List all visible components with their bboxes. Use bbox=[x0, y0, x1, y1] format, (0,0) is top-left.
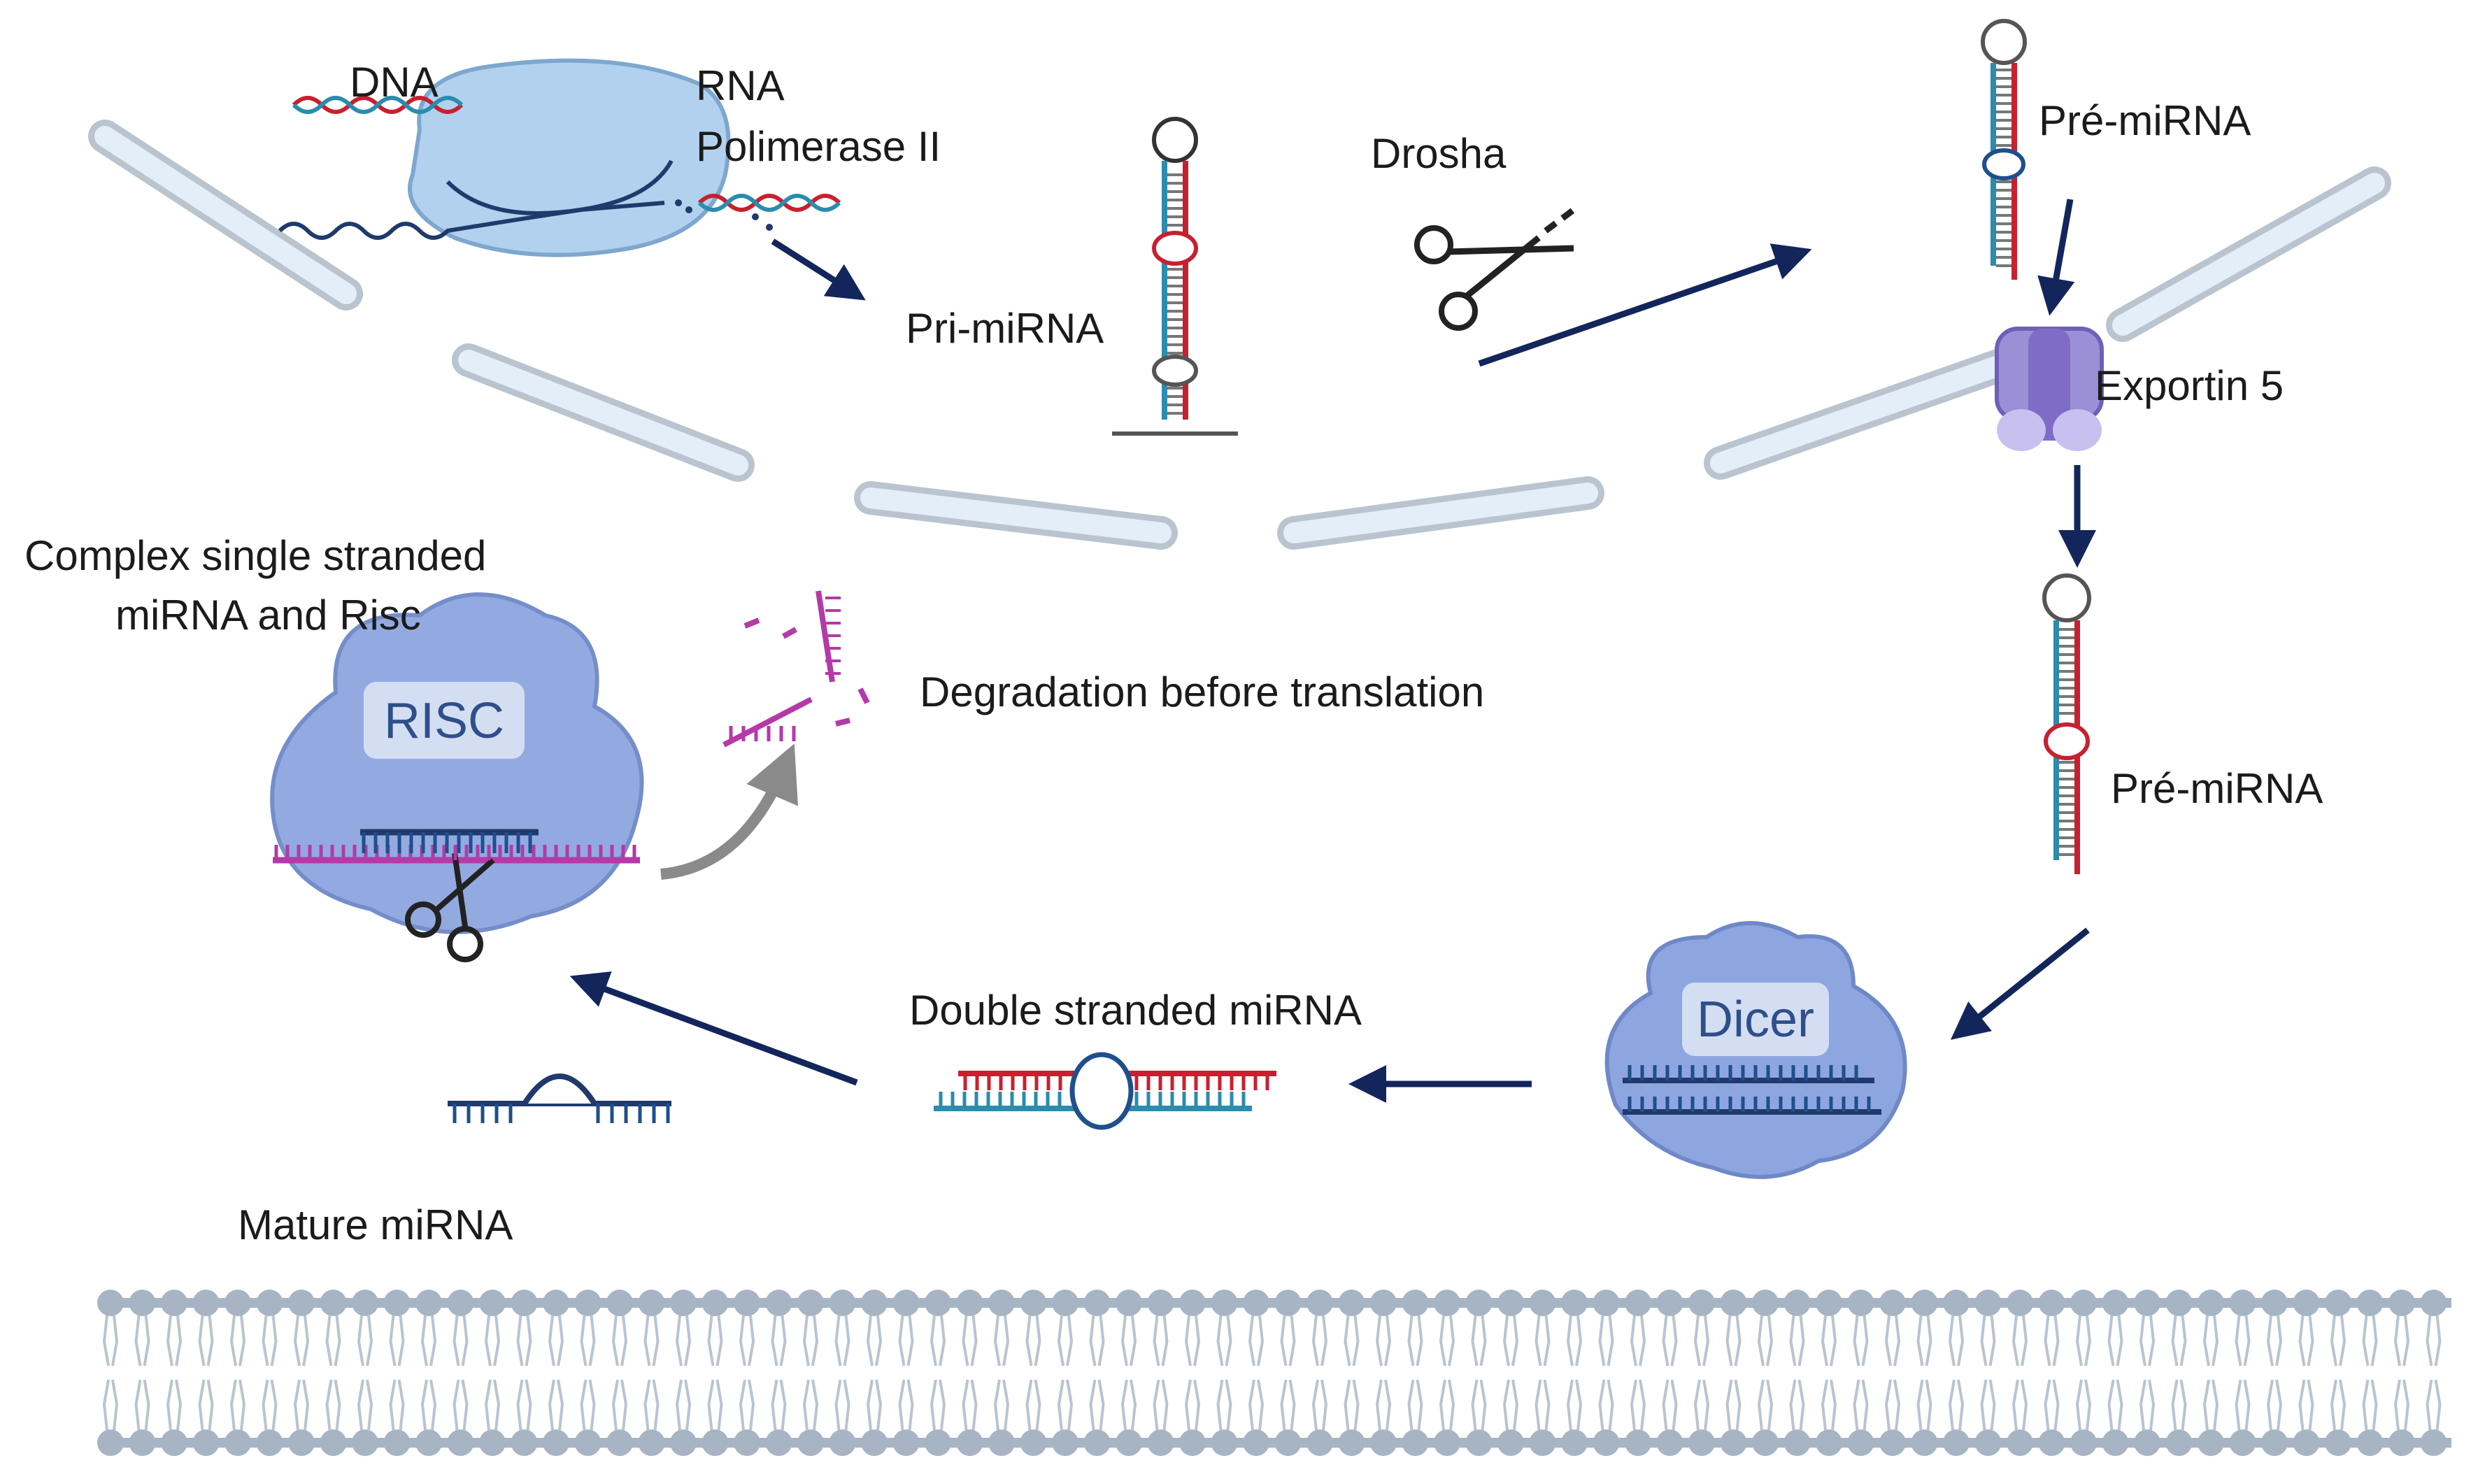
arrow-polymerase-to-pri-mirna bbox=[771, 238, 866, 301]
ds-red-ticks-right bbox=[1134, 1073, 1269, 1090]
risc-magenta-ticks bbox=[274, 845, 636, 860]
degradation-label: Degradation before translation bbox=[920, 669, 1484, 715]
ds-teal-ticks-right bbox=[1134, 1092, 1246, 1108]
risc-label: RISC bbox=[384, 693, 504, 749]
mature-mirna-icon bbox=[448, 1073, 671, 1106]
risc-complex-icon bbox=[270, 592, 644, 962]
pri-mirna-rungs-stem bbox=[1167, 387, 1183, 415]
mature-ticks-left bbox=[453, 1104, 513, 1123]
drosha-scissors-icon bbox=[1414, 207, 1576, 331]
degraded-ticks-a bbox=[825, 597, 841, 675]
rna-polymerase-icon bbox=[278, 58, 841, 257]
double-stranded-label: Double stranded miRNA bbox=[909, 987, 1362, 1034]
dicer-bottom-ticks bbox=[1628, 1097, 1871, 1112]
pre-mirna-middle-label: Pré-miRNA bbox=[2111, 765, 2323, 812]
rna-label: RNA bbox=[696, 62, 785, 109]
pre-mirna-top-icon bbox=[1981, 19, 2027, 280]
risc-blue-ticks bbox=[362, 832, 532, 853]
pre-mirna-top-label: Pré-miRNA bbox=[2039, 97, 2251, 144]
pre-mirna-top-rungs-lower bbox=[1996, 180, 2011, 267]
ds-red-ticks bbox=[963, 1073, 1062, 1090]
pre-mirna-middle-icon bbox=[2042, 573, 2091, 874]
ds-teal-ticks bbox=[939, 1092, 1062, 1108]
exportin-5-icon bbox=[1995, 327, 2104, 451]
pre-mirna-middle-rungs-lower bbox=[2059, 761, 2074, 856]
pri-mirna-rungs bbox=[1167, 173, 1183, 227]
pri-mirna-hairpin-icon bbox=[1112, 117, 1238, 436]
pre-mirna-middle-rungs bbox=[2059, 628, 2074, 715]
pri-mirna-rungs-lower bbox=[1167, 268, 1183, 355]
mature-mirna-label: Mature miRNA bbox=[238, 1201, 513, 1248]
arrow-mature-to-risc bbox=[569, 971, 858, 1086]
exportin-label: Exportin 5 bbox=[2095, 362, 2284, 409]
pre-mirna-top-rungs bbox=[1996, 69, 2011, 147]
pri-mirna-label: Pri-miRNA bbox=[906, 305, 1104, 352]
arrow-pre-mirna-to-dicer bbox=[1950, 927, 2090, 1040]
complex-label-line1: Complex single stranded bbox=[24, 532, 486, 579]
double-stranded-mirna-icon bbox=[934, 1052, 1276, 1130]
cell-membrane bbox=[97, 1290, 2451, 1456]
nuclear-envelope bbox=[88, 120, 2391, 550]
dicer-label: Dicer bbox=[1697, 992, 1814, 1048]
arrow-pre-mirna-to-exportin bbox=[2037, 199, 2075, 316]
dicer-top-ticks bbox=[1628, 1065, 1858, 1080]
drosha-label: Drosha bbox=[1371, 130, 1507, 177]
arrow-pri-to-pre-mirna bbox=[1478, 243, 1812, 367]
process-arrows bbox=[569, 199, 2096, 1103]
complex-label-line2: miRNA and Risc bbox=[115, 592, 421, 638]
degraded-mrna-icon bbox=[722, 590, 870, 748]
polimerase-label: Polimerase II bbox=[696, 123, 941, 170]
dna-label: DNA bbox=[350, 59, 439, 106]
degraded-ticks-b bbox=[729, 726, 796, 741]
degradation-arrow bbox=[660, 743, 798, 880]
mature-ticks-right bbox=[596, 1104, 670, 1123]
dicer-complex-icon bbox=[1604, 921, 1907, 1179]
